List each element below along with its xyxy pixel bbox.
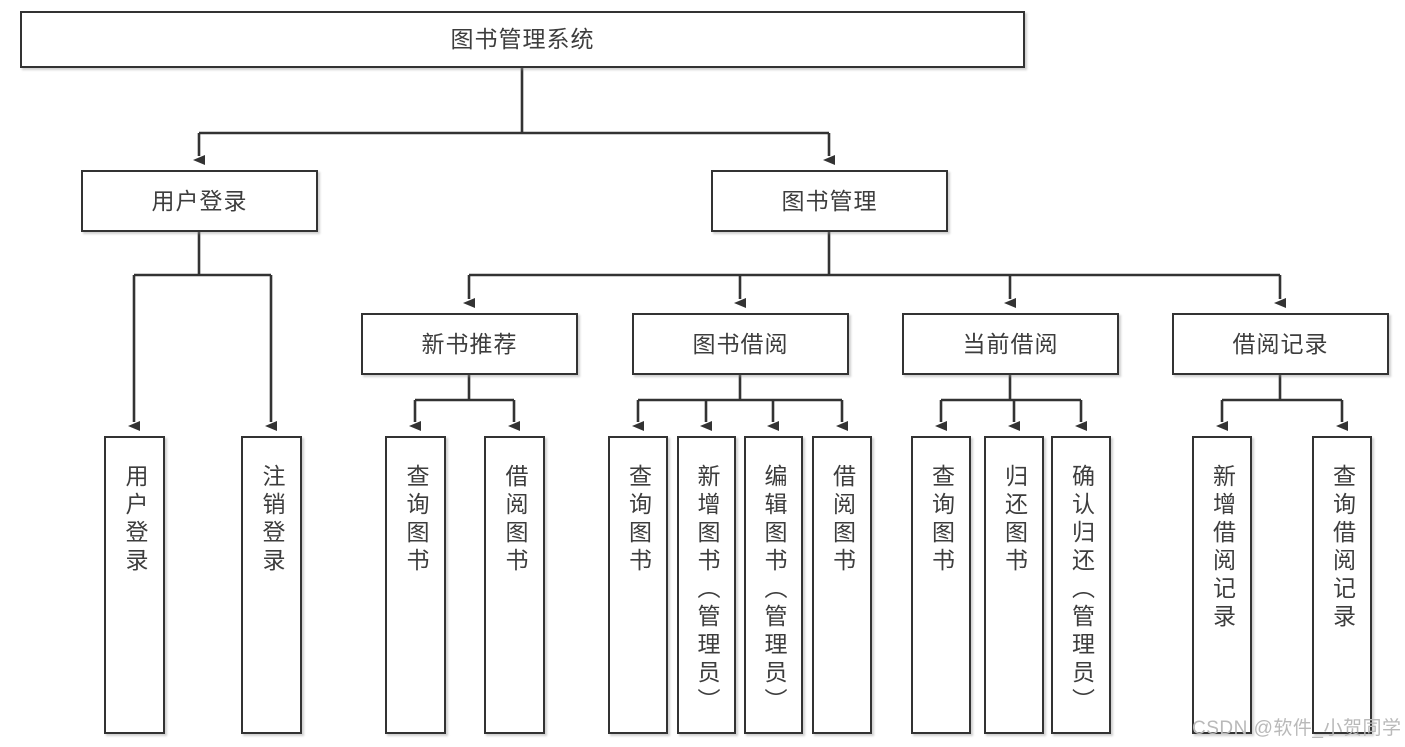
edges-user-login xyxy=(128,232,277,431)
node-leaf-query-borrow-record-label: 查询借阅记录 xyxy=(1329,464,1356,632)
node-leaf-borrow-book-rec[interactable]: 借阅图书 xyxy=(484,436,545,734)
node-leaf-edit-book-admin[interactable]: 编辑图书（管理员） xyxy=(744,436,803,734)
edges-root xyxy=(193,68,835,165)
node-leaf-add-borrow-record[interactable]: 新增借阅记录 xyxy=(1192,436,1252,734)
node-leaf-return-book-label: 归还图书 xyxy=(1001,464,1028,576)
edges-current-borrow xyxy=(935,375,1087,431)
node-leaf-query-book-rec-label: 查询图书 xyxy=(403,464,429,576)
edges-book-borrow xyxy=(632,375,848,431)
node-leaf-query-book-borrow-label: 查询图书 xyxy=(625,464,652,576)
node-leaf-logout[interactable]: 注销登录 xyxy=(241,436,302,734)
node-leaf-query-book-rec[interactable]: 查询图书 xyxy=(385,436,446,734)
node-book-manage-label: 图书管理 xyxy=(781,187,878,214)
node-leaf-add-borrow-record-label: 新增借阅记录 xyxy=(1209,464,1236,632)
node-borrow-record[interactable]: 借阅记录 xyxy=(1172,313,1389,375)
node-book-manage[interactable]: 图书管理 xyxy=(711,170,948,232)
node-leaf-add-book-admin[interactable]: 新增图书（管理员） xyxy=(677,436,736,734)
node-leaf-query-borrow-record[interactable]: 查询借阅记录 xyxy=(1312,436,1372,734)
node-book-borrow[interactable]: 图书借阅 xyxy=(632,313,849,375)
edges-new-book-recommend xyxy=(409,375,520,431)
node-leaf-user-login[interactable]: 用户登录 xyxy=(104,436,165,734)
node-leaf-confirm-return-admin[interactable]: 确认归还（管理员） xyxy=(1051,436,1111,734)
node-user-login[interactable]: 用户登录 xyxy=(81,170,318,232)
node-leaf-borrow-book[interactable]: 借阅图书 xyxy=(812,436,872,734)
csdn-watermark: CSDN @软件_小贺同学 xyxy=(1192,718,1402,739)
node-leaf-edit-book-admin-label: 编辑图书（管理员） xyxy=(761,464,787,716)
node-current-borrow[interactable]: 当前借阅 xyxy=(902,313,1119,375)
node-book-borrow-label: 图书借阅 xyxy=(692,330,789,357)
node-root[interactable]: 图书管理系统 xyxy=(20,11,1025,68)
node-user-login-label: 用户登录 xyxy=(151,187,248,214)
node-leaf-logout-label: 注销登录 xyxy=(259,464,285,576)
node-leaf-query-book-current-label: 查询图书 xyxy=(928,464,955,576)
node-leaf-confirm-return-admin-label: 确认归还（管理员） xyxy=(1068,464,1095,716)
node-leaf-borrow-book-label: 借阅图书 xyxy=(829,464,856,576)
edges-borrow-record xyxy=(1216,375,1348,431)
node-leaf-borrow-book-rec-label: 借阅图书 xyxy=(502,464,528,576)
node-borrow-record-label: 借阅记录 xyxy=(1232,330,1329,357)
node-root-label: 图书管理系统 xyxy=(450,26,595,53)
node-leaf-query-book-current[interactable]: 查询图书 xyxy=(911,436,971,734)
node-new-book-recommend[interactable]: 新书推荐 xyxy=(361,313,578,375)
node-leaf-add-book-admin-label: 新增图书（管理员） xyxy=(694,464,720,716)
node-new-book-recommend-label: 新书推荐 xyxy=(421,330,518,357)
node-current-borrow-label: 当前借阅 xyxy=(962,330,1059,357)
node-leaf-query-book-borrow[interactable]: 查询图书 xyxy=(608,436,668,734)
edges-book-manage xyxy=(463,232,1286,308)
node-leaf-user-login-label: 用户登录 xyxy=(122,464,148,576)
node-leaf-return-book[interactable]: 归还图书 xyxy=(984,436,1044,734)
